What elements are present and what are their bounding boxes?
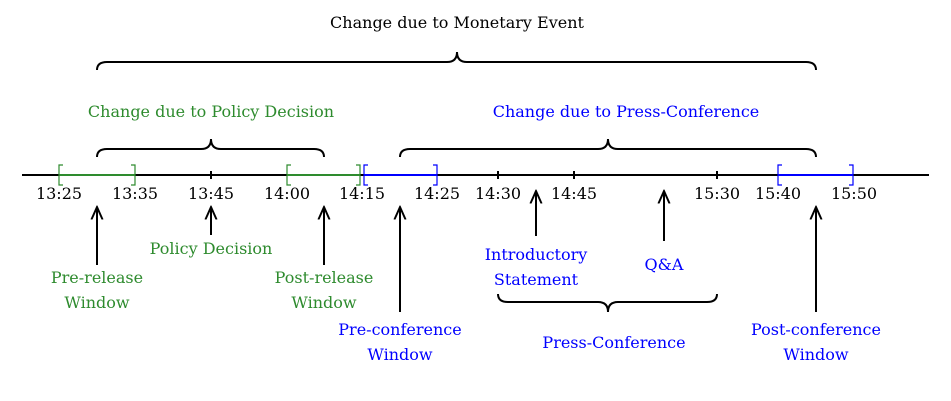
press-conference-change-brace — [399, 138, 817, 158]
title-label: Change due to Monetary Event — [330, 13, 584, 32]
policy-decision-brace — [96, 138, 325, 158]
policy-decision-label: Policy Decision — [150, 239, 273, 258]
time-label: 13:35 — [112, 184, 158, 203]
tick-marks — [210, 171, 718, 179]
pre-conference-window-interval — [363, 164, 438, 186]
post-release-window-interval — [286, 164, 361, 186]
monetary-event-brace — [96, 51, 817, 71]
time-label: 14:00 — [264, 184, 310, 203]
post-conference-window-interval — [777, 164, 854, 186]
time-label: 15:30 — [694, 184, 740, 203]
post-release-label-line1: Post-release — [275, 268, 374, 287]
pre-release-window-interval — [58, 164, 136, 186]
pre-release-label-line1: Pre-release — [51, 268, 143, 287]
post-conference-label-line2: Window — [783, 345, 848, 364]
pre-conference-label-line1: Pre-conference — [338, 320, 461, 339]
time-label: 15:50 — [831, 184, 877, 203]
introductory-statement-label-line2: Statement — [494, 270, 579, 289]
qa-label: Q&A — [645, 255, 684, 274]
time-label: 14:25 — [414, 184, 460, 203]
time-label: 14:30 — [475, 184, 521, 203]
post-conference-label-line1: Post-conference — [751, 320, 881, 339]
time-labels: 13:25 13:35 13:45 14:00 14:15 14:25 14:3… — [36, 184, 877, 203]
event-arrows — [97, 191, 816, 312]
policy-brace-label: Change due to Policy Decision — [88, 102, 334, 121]
post-release-label-line2: Window — [291, 293, 356, 312]
time-label: 15:40 — [755, 184, 801, 203]
press-conference-brace — [497, 293, 718, 313]
press-brace-label: Change due to Press-Conference — [493, 102, 760, 121]
pre-release-label-line2: Window — [64, 293, 129, 312]
time-label: 13:45 — [188, 184, 234, 203]
pre-conference-label-line2: Window — [367, 345, 432, 364]
time-label: 13:25 — [36, 184, 82, 203]
press-conference-label: Press-Conference — [542, 333, 685, 352]
time-label: 14:15 — [339, 184, 385, 203]
time-label: 14:45 — [551, 184, 597, 203]
introductory-statement-label-line1: Introductory — [485, 245, 588, 264]
